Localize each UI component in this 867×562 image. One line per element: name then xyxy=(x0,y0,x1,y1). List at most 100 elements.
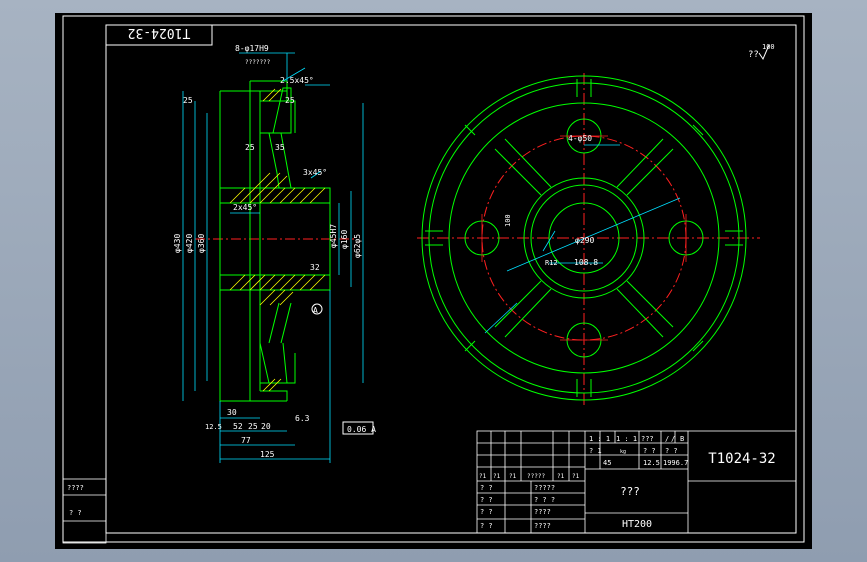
holes-label: 4-φ50 xyxy=(568,134,592,143)
dim-r32: 32 xyxy=(310,263,320,272)
dim-r35: 35 xyxy=(275,143,285,152)
hub-inner xyxy=(530,184,638,292)
datum-circle xyxy=(311,303,323,315)
outer-border xyxy=(62,15,805,543)
dim-r25: 25 xyxy=(285,96,295,105)
title-block-text: 1 : 1 1 : 1 ??? / / B ? 1 kg ? ? ? ? 45 … xyxy=(479,435,688,530)
hatching xyxy=(229,88,326,392)
drawing-canvas: T1024-32 ?? 100 xyxy=(62,15,805,544)
roughness-note: ?? xyxy=(748,50,759,60)
dim-ra25-left: 25 xyxy=(183,96,193,105)
web-outer-circle xyxy=(448,102,720,374)
dim-chamfer: 2.5x45° xyxy=(280,76,314,85)
tb-row2-role: ? ? xyxy=(480,508,493,516)
dim-d430: φ430 xyxy=(173,234,182,253)
tb-row1-val: ? ? ? xyxy=(534,496,555,504)
spoke-taper-top xyxy=(268,132,280,189)
dim-r3x45: 3x45° xyxy=(303,168,327,177)
tb-top4: / xyxy=(665,435,669,443)
bore-circle xyxy=(548,202,620,274)
dim-d160: φ160 xyxy=(340,230,349,249)
dim-d360: φ360 xyxy=(197,234,206,253)
rim-top-inner xyxy=(220,90,261,103)
spoke-bot-right xyxy=(282,342,288,384)
tb-scale2: 1 : 1 xyxy=(616,435,637,443)
side-box xyxy=(62,478,107,544)
dim-r2x45: 2x45° xyxy=(233,203,257,212)
dim-w20: 20 xyxy=(261,422,271,431)
dim-w77: 77 xyxy=(241,436,251,445)
material: HT200 xyxy=(622,519,652,530)
tb-row2-val: ???? xyxy=(534,508,551,516)
tb-row0-val: ????? xyxy=(534,484,555,492)
tb-row0-role: ? ? xyxy=(480,484,493,492)
web-top xyxy=(260,100,296,133)
dim-w30: 30 xyxy=(227,408,237,417)
front-dimensions xyxy=(484,144,681,334)
tb-row3-val: ???? xyxy=(534,522,551,530)
ra-63: 6.3 xyxy=(295,414,310,423)
web-bottom xyxy=(260,353,296,384)
tb-scale1: 1 : 1 xyxy=(589,435,610,443)
roughness-symbol xyxy=(758,44,770,61)
ra-125: 12.5 xyxy=(205,423,222,431)
bore-label: 108.8 xyxy=(574,258,598,267)
side-label-1: ???? xyxy=(67,484,84,492)
drawing-number: T1024-32 xyxy=(708,451,775,467)
r12-label: R12 xyxy=(545,259,558,267)
tb-top5: / xyxy=(671,435,675,443)
section-dimensions xyxy=(182,52,364,463)
section-view: 8-φ17H9 ??????? 2.5x45° 3x45° 2x45° φ430… xyxy=(173,44,376,463)
spoke-top xyxy=(260,87,292,134)
spoke-taper-bot2 xyxy=(280,302,292,344)
part-name: ??? xyxy=(620,485,640,498)
tb-r2d: ? ? xyxy=(665,447,678,455)
dim-d420: φ420 xyxy=(185,234,194,253)
tb-lh2: ?1 xyxy=(509,473,517,480)
outer-rim-circle xyxy=(421,75,747,401)
title-block-lines xyxy=(476,430,797,534)
spoke-bot-left xyxy=(259,342,270,384)
dim-w25: 25 xyxy=(248,422,258,431)
pcd-label: φ290 xyxy=(575,236,594,245)
tb-r3c: 1996.7 xyxy=(663,459,688,467)
dim-w52: 52 xyxy=(233,422,243,431)
front-view: 4-φ50 φ290 108.8 R12 100 xyxy=(417,73,760,405)
dim-w125: 125 xyxy=(260,450,275,459)
dim-r25b: 25 xyxy=(245,143,255,152)
tb-r3a: 45 xyxy=(603,459,611,467)
tb-r2a: ? 1 xyxy=(589,447,602,455)
dim-d6245: φ62φ5 xyxy=(353,234,362,258)
dim-keyway: 8-φ17H9 xyxy=(235,44,269,53)
tb-r2b: kg xyxy=(620,449,626,455)
mirrored-number-box xyxy=(105,24,213,46)
tb-lh3: ????? xyxy=(527,473,545,480)
tb-row3-role: ? ? xyxy=(480,522,493,530)
tb-lh1: ?1 xyxy=(493,473,501,480)
tb-r2c: ? ? xyxy=(643,447,656,455)
hub-outer xyxy=(523,177,645,299)
mirrored-drawing-number: T1024-32 xyxy=(128,25,191,40)
tol-label: 100 xyxy=(504,214,512,227)
tolerance-frame: 0.06 A xyxy=(347,425,376,434)
tb-lh5: ?1 xyxy=(572,473,580,480)
spoke-taper-top2 xyxy=(280,132,292,189)
datum-a: A xyxy=(313,306,318,315)
tolerance-box xyxy=(342,421,374,435)
dim-keyway-note: ??????? xyxy=(245,59,271,66)
drawing-sheet: T1024-32 ?? 100 xyxy=(55,13,812,549)
tb-top6: B xyxy=(680,435,684,443)
tb-lh4: ?1 xyxy=(557,473,565,480)
tb-r3b: 12.5 xyxy=(643,459,660,467)
spokes xyxy=(494,138,674,338)
rim-ribs xyxy=(425,79,743,397)
spoke-taper-bot xyxy=(268,302,280,344)
tb-row1-role: ? ? xyxy=(480,496,493,504)
rim-bottom xyxy=(260,390,288,401)
inner-border xyxy=(105,24,797,534)
tb-lh0: ?1 xyxy=(479,473,487,480)
dim-d45: φ45H7 xyxy=(329,224,338,248)
hole-centermarks xyxy=(481,135,687,341)
rim-inner-circle xyxy=(428,82,740,394)
side-label-2: ? ? xyxy=(69,509,82,517)
